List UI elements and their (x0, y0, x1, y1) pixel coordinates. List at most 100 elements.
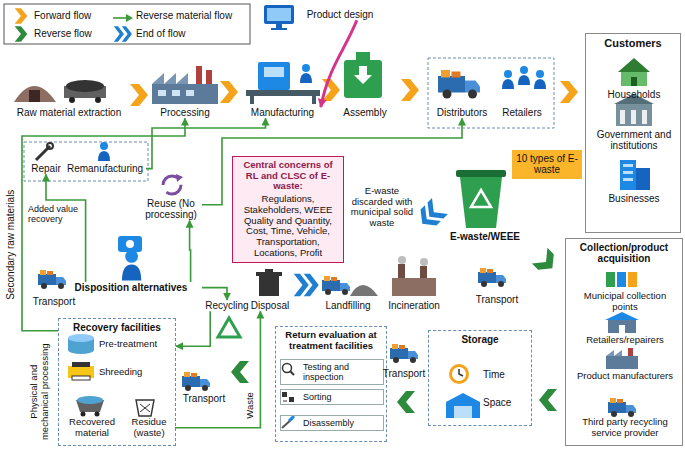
flow-chevron (532, 248, 560, 276)
icon-label: Transport (26, 296, 82, 307)
icon-label: Recycling (203, 300, 251, 311)
icon-label: Retailers/repairers (572, 335, 678, 346)
icon-label: Remanufacturing (64, 163, 146, 174)
icon-label: Distributors (432, 107, 492, 118)
node-text: Transport (26, 296, 82, 307)
icon-label: Transport (176, 393, 232, 404)
legend-text: Forward flow (34, 10, 91, 21)
heading-text: Disposition alternatives (60, 282, 202, 293)
icon-label: Recovered material (61, 417, 123, 438)
icon-label: Retailers (494, 107, 550, 118)
icon-label: Landfilling (318, 300, 378, 311)
icon-label: Transport (380, 368, 428, 379)
node-text: Shreeding (99, 367, 173, 378)
legend-swatch (10, 26, 32, 42)
reverse-material-line (202, 288, 227, 300)
node-text: Households (590, 89, 678, 100)
heading-text: E-waste/WEEE (440, 231, 530, 242)
icon-label: Product design (298, 9, 382, 20)
node-text: Repair (28, 163, 64, 174)
icon-label: Businesses (590, 193, 678, 204)
node-text: Space (483, 397, 527, 408)
icon-label: Third party recycling service provider (572, 417, 678, 438)
process-row: Disassembly (280, 415, 384, 431)
node-text: Pre-treatment (99, 339, 173, 350)
icon-label: Incineration (384, 300, 444, 311)
node-text: Government and institutions (588, 129, 680, 152)
heading-text: Storage (432, 334, 528, 345)
node-text: Sorting (303, 392, 381, 402)
group-box: Recovery facilitiesPre-treatmentShreedin… (58, 318, 176, 446)
node-text: Assembly (334, 107, 396, 118)
icon-label: Product manufacturers (572, 371, 678, 382)
heading-text: Recovery facilities (62, 322, 172, 333)
icon-label: Space (483, 397, 527, 408)
flow-chevron (220, 81, 238, 103)
axis-note: Secondary raw materials (5, 185, 16, 305)
icon-label: Pre-treatment (99, 339, 173, 350)
node-text: Disassembly (303, 418, 381, 428)
node-text: 10 types of E-waste (516, 153, 578, 176)
heading-text: Central concerns of RL and CLSC of E-was… (237, 160, 339, 192)
icon-label: Assembly (334, 107, 396, 118)
node-text: Testing and inspection (303, 362, 381, 382)
legend-swatch (10, 8, 32, 24)
node-text: Regulations, Stakeholders, WEEE Quality … (237, 194, 339, 258)
flow-chevron (539, 389, 557, 411)
node-text: Recovered material (61, 417, 123, 438)
heading-text: Customers (589, 37, 677, 49)
node-text: Transport (468, 294, 526, 305)
node-text: Transport (176, 393, 232, 404)
node-text: Recycling (203, 300, 251, 311)
end-flow-chevron (294, 274, 319, 297)
flow-chevron (397, 391, 415, 413)
icon-label: Government and institutions (588, 129, 680, 152)
node-text: Reuse (No processing) (140, 198, 202, 221)
node-text: Distributors (432, 107, 492, 118)
group-box: Return evaluation at treatment facilitie… (275, 326, 387, 442)
node-text: Disposal (246, 300, 294, 311)
node-text: Incineration (384, 300, 444, 311)
reverse-material-line (176, 311, 210, 346)
process-row: Sorting (280, 389, 384, 405)
node-text: Remanufacturing (64, 163, 146, 174)
icon-label: Manufacturing (240, 107, 325, 118)
reverse-material-line (190, 221, 191, 282)
node-text: Landfilling (318, 300, 378, 311)
node-text: Manufacturing (240, 107, 325, 118)
icon-label: Reuse (No processing) (140, 198, 202, 221)
process-box: Central concerns of RL and CLSC of E-was… (232, 156, 344, 263)
reverse-material-line (22, 118, 185, 330)
icon-label: Time (483, 369, 527, 380)
node-text: Time (483, 369, 527, 380)
legend-text: End of flow (136, 28, 185, 39)
group-box: StorageTimeSpace (428, 330, 532, 426)
icon-label: Shreeding (99, 367, 173, 378)
icon-label: Disposal (246, 300, 294, 311)
axis-note: Physical and mechanical processing (29, 340, 50, 444)
legend-swatch (112, 26, 134, 42)
heading-text: Collection/product acquisition (569, 242, 679, 265)
axis-note: Waste (245, 385, 256, 425)
icon-label: Disposition alternatives (60, 282, 202, 293)
note-text: Added value recovery (28, 204, 84, 224)
node-text: Transport (380, 368, 428, 379)
node-text: Retailers/repairers (572, 335, 678, 346)
group-box: CustomersHouseholdsGovernment and instit… (585, 33, 681, 233)
icon-label: Transport (468, 294, 526, 305)
flow-chevron (560, 81, 578, 103)
icon-label: Processing (150, 107, 220, 118)
node-text: Product manufacturers (572, 371, 678, 382)
icon-label: Repair (28, 163, 64, 174)
node-text: Retailers (494, 107, 550, 118)
node-text: Product design (298, 9, 382, 20)
legend-text: Reverse flow (34, 28, 92, 39)
node-text: Residue (waste) (123, 417, 175, 438)
node-text: Raw material extraction (8, 107, 130, 118)
icon-label: E-waste/WEEE (440, 231, 530, 242)
note-text: E-waste discarded with municipal solid w… (346, 186, 418, 229)
group-box: Collection/product acquisitionMunicipal … (565, 238, 683, 446)
heading-text: Return evaluation at treatment facilitie… (279, 330, 383, 351)
flow-chevron (401, 79, 419, 101)
flow-chevron (231, 361, 249, 383)
